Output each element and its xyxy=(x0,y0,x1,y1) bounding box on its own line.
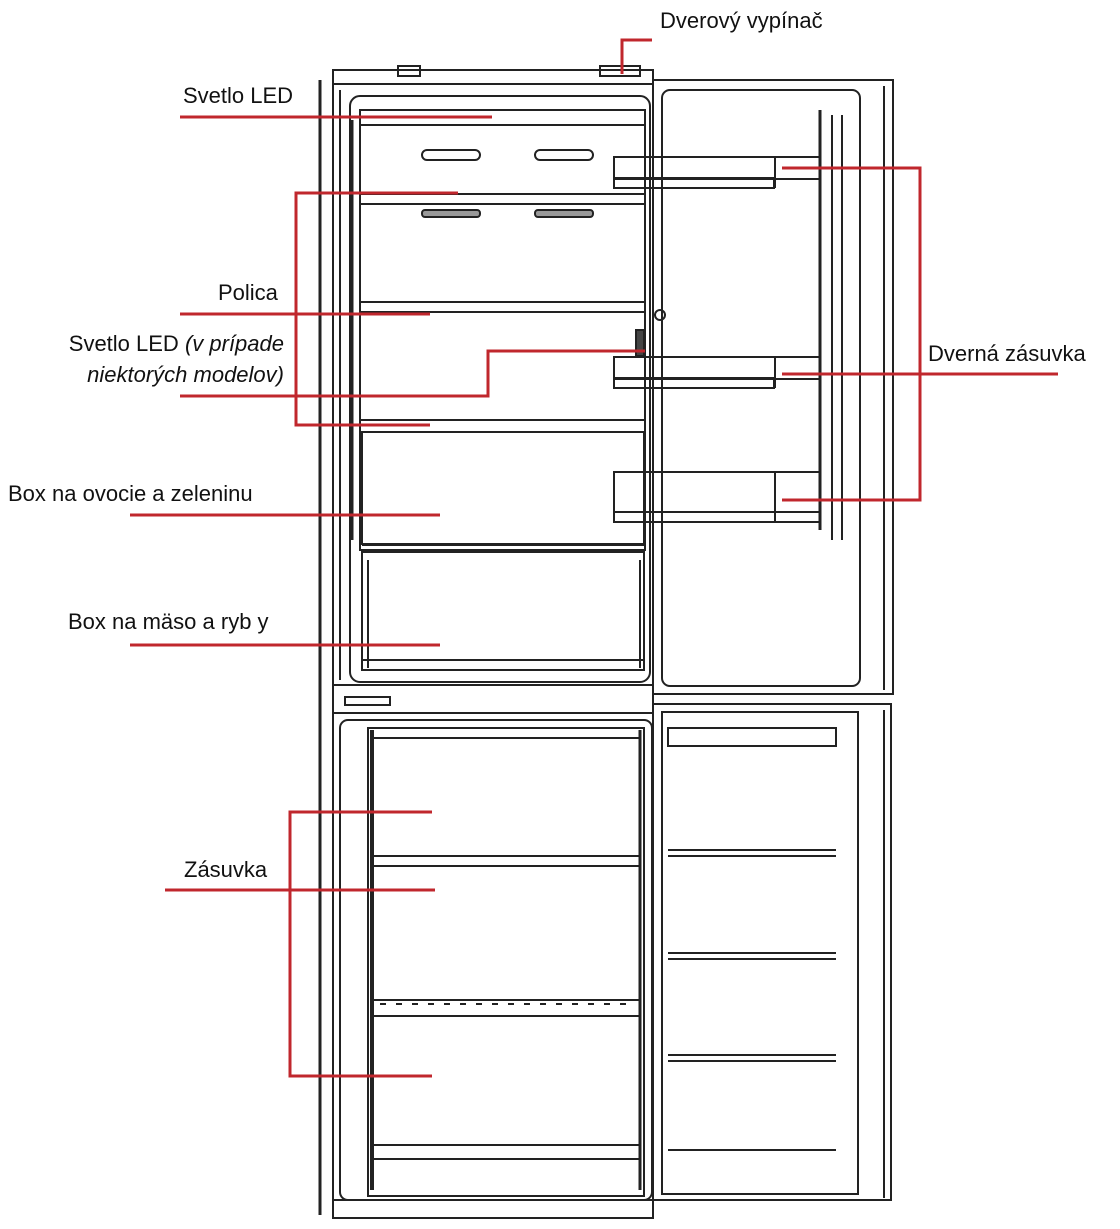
label-led-light-models-note-2: niektorých modelov) xyxy=(87,362,284,387)
leader-lines xyxy=(130,38,1058,1078)
label-led-light-models-main: Svetlo LED xyxy=(68,331,185,356)
label-led-light-top: Svetlo LED xyxy=(183,83,294,108)
label-shelf: Polica xyxy=(218,280,278,305)
leader-door-bin-bracket xyxy=(782,166,922,502)
label-door-switch: Dverový vypínač xyxy=(660,8,823,33)
label-led-light-models: Svetlo LED (v prípade xyxy=(20,331,284,357)
fridge-body xyxy=(318,65,654,1219)
label-fruit-veg-box: Box na ovocie a zeleninu xyxy=(8,481,253,506)
label-led-light-models-line2: niektorých modelov) xyxy=(20,362,284,388)
label-meat-fish-box: Box na mäso a ryb y xyxy=(68,609,269,634)
upper-door xyxy=(613,79,894,695)
label-led-light-models-note-1: (v prípade xyxy=(184,331,284,356)
leader-drawer-bracket xyxy=(288,810,432,1078)
label-drawer: Zásuvka xyxy=(184,857,268,882)
leader-led-models xyxy=(180,349,645,398)
leader-door-switch xyxy=(620,38,652,74)
leader-shelf-bracket xyxy=(294,191,458,427)
label-door-bin: Dverná zásuvka xyxy=(928,341,1086,366)
lower-door xyxy=(652,703,892,1201)
